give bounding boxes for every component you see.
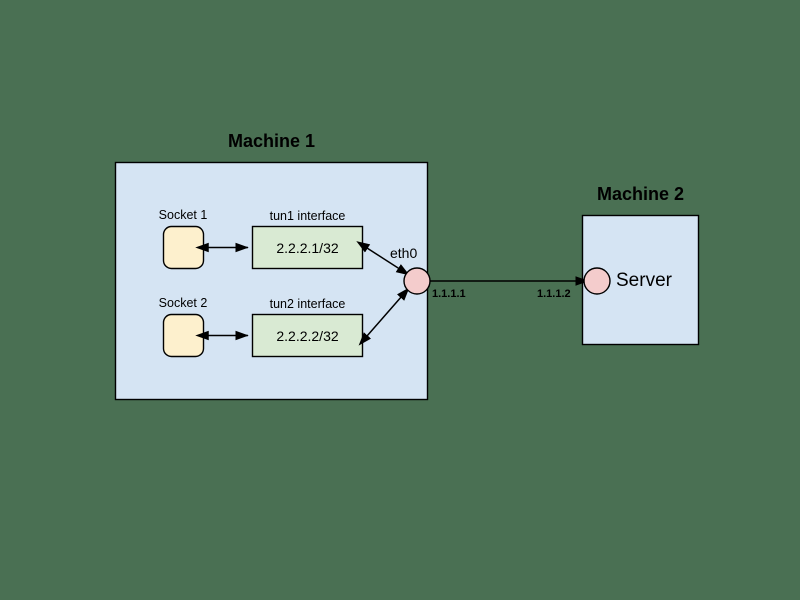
socket-1-box [162,225,205,270]
tun1-interface-box [251,225,364,270]
socket-2-box [162,313,205,358]
eth0-ip-label: 1.1.1.1 [432,288,466,300]
tun2-to-eth0-arrow [358,287,410,346]
tun2-interface-box [251,313,364,358]
tun1-interface-caption: tun1 interface [269,209,346,223]
tun2-address: 2.2.2.2/32 [276,328,339,344]
tun1-to-eth0-arrow [356,241,410,276]
socket-1-caption: Socket 1 [158,208,208,222]
tun1-address: 2.2.2.1/32 [276,240,339,256]
tun2-interface-caption: tun2 interface [269,297,346,311]
server-ip-label: 1.1.1.2 [537,288,571,300]
server-node-label: Server [616,270,672,291]
eth0-nic-circle [403,267,431,295]
machine-2-title: Machine 2 [596,184,685,204]
machine-1-title: Machine 1 [227,131,316,151]
server-nic-circle [583,267,611,295]
machine-1-box [114,161,429,401]
eth0-label: eth0 [390,245,418,261]
socket-2-caption: Socket 2 [158,296,208,310]
